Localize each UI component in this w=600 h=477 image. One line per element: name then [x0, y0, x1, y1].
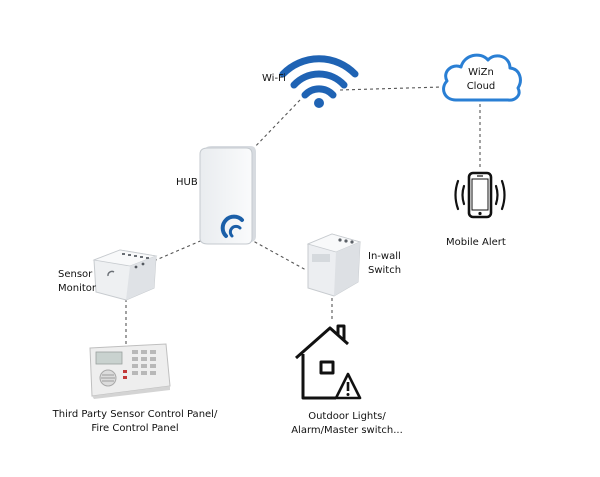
outdoor-label-line1: Outdoor Lights/	[308, 411, 386, 422]
link-wifi-hub	[249, 99, 301, 153]
switch-module-device	[306, 233, 362, 297]
wifi-label: Wi-Fi	[262, 73, 286, 84]
sensor-monitor-label: Sensor Monitor	[58, 268, 96, 296]
control-panel-label-line1: Third Party Sensor Control Panel/	[52, 409, 218, 420]
outdoor-label: Outdoor Lights/ Alarm/Master switch...	[286, 410, 408, 438]
cloud-label: WiZn Cloud	[458, 66, 504, 94]
sensor-monitor-label-line1: Sensor	[58, 269, 93, 280]
inwall-switch-label: In-wall Switch	[368, 250, 401, 278]
control-panel-label: Third Party Sensor Control Panel/ Fire C…	[50, 408, 220, 436]
house-warning-icon	[295, 324, 362, 400]
outdoor-label-line2: Alarm/Master switch...	[291, 425, 403, 436]
sensor-monitor-label-line2: Monitor	[58, 283, 97, 294]
smartphone-vibrate-icon	[454, 171, 506, 219]
inwall-switch-label-line1: In-wall	[368, 251, 401, 262]
keypad-panel-device	[89, 343, 171, 399]
hub-label: HUB	[176, 177, 198, 188]
cloud-icon	[442, 53, 522, 102]
sensor-module-device	[92, 249, 158, 301]
cloud-label-line1: WiZn	[468, 67, 494, 78]
link-hub-sensor	[155, 235, 213, 261]
inwall-switch-label-line2: Switch	[368, 265, 402, 276]
link-wifi-cloud	[339, 86, 443, 91]
hub-device	[199, 146, 256, 245]
mobile-label: Mobile Alert	[446, 237, 506, 248]
cloud-label-line2: Cloud	[466, 81, 496, 92]
control-panel-label-line2: Fire Control Panel	[91, 423, 179, 434]
wifi-icon	[279, 55, 359, 108]
